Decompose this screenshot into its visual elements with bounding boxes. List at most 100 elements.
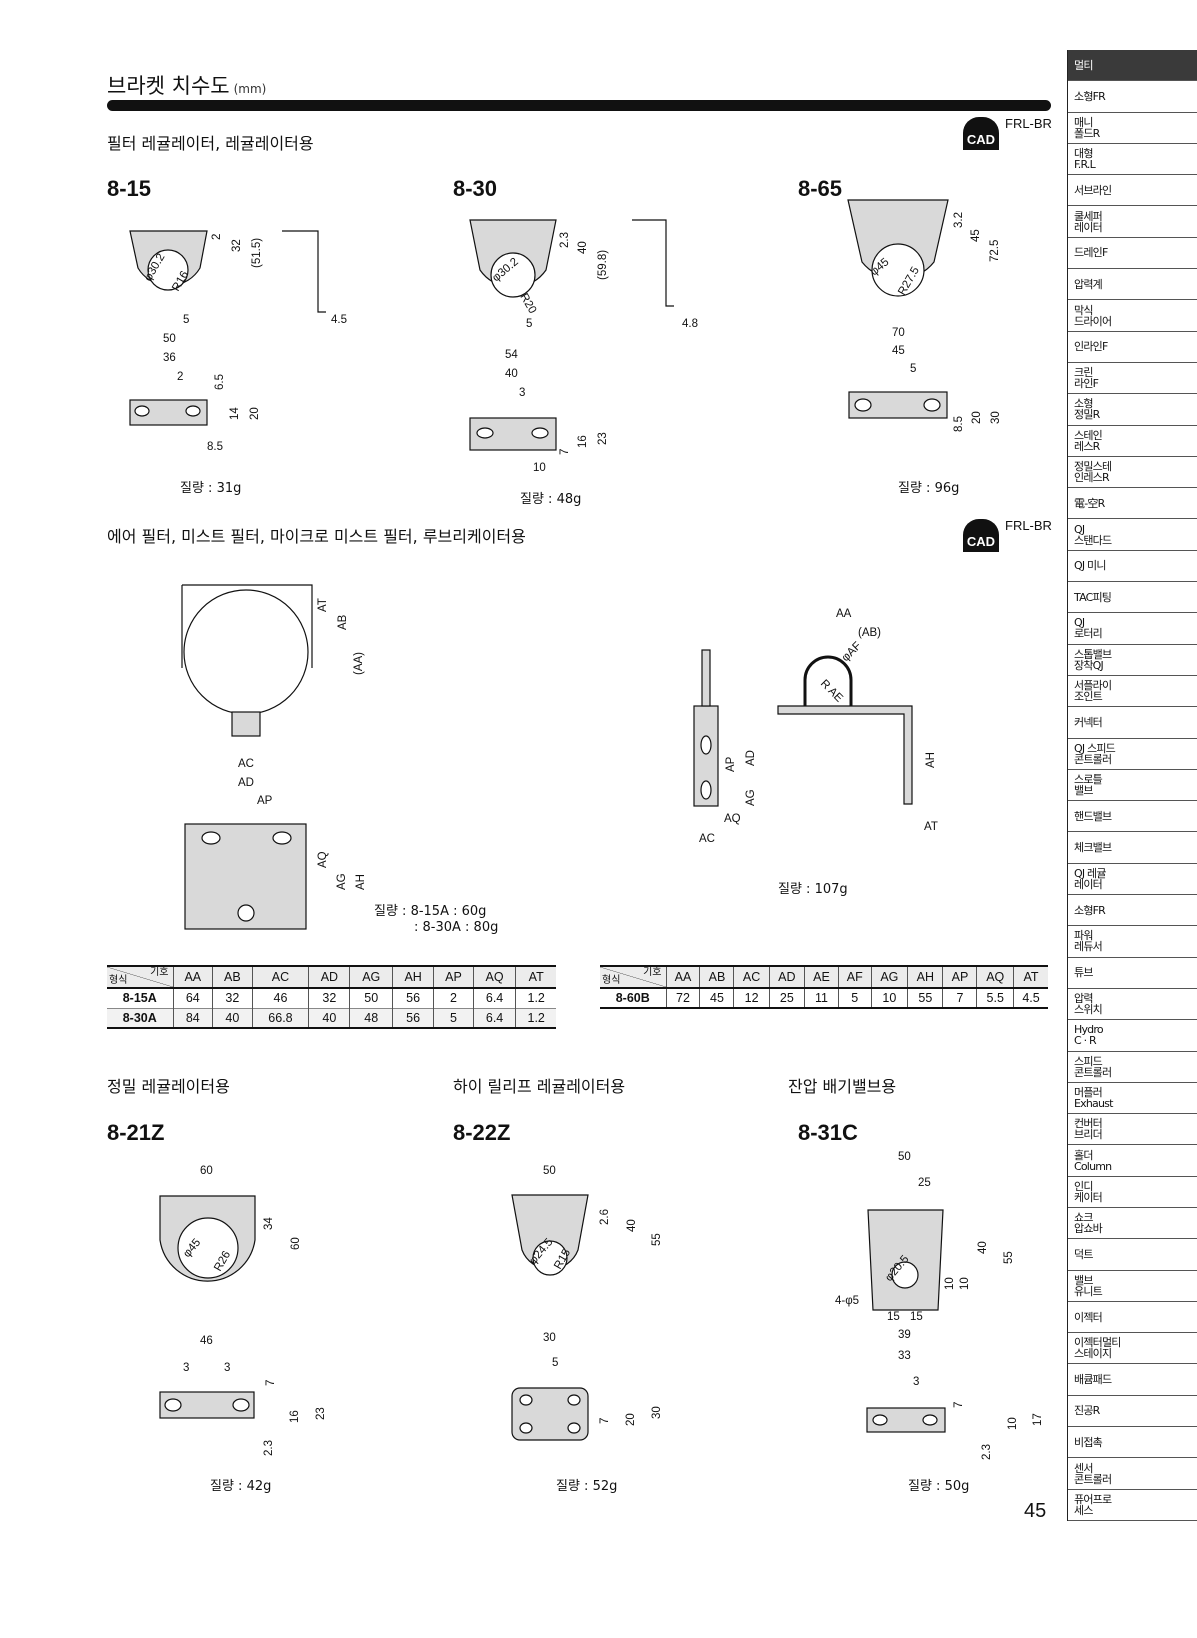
sidebar-item[interactable]: 정밀스테 인레스R (1068, 456, 1197, 489)
sidebar-item[interactable]: 소형FR (1068, 81, 1197, 113)
dimension-label: 3 (224, 1362, 230, 1374)
dimension-label: 23 (597, 432, 609, 445)
sidebar-item[interactable]: 멀티 (1068, 50, 1197, 82)
sidebar-item[interactable]: 밸브 유니트 (1068, 1270, 1197, 1302)
bracket-ring-view (183, 589, 309, 715)
sidebar-item[interactable]: Hydro C · R (1068, 1020, 1197, 1052)
dimension-label: 20 (625, 1413, 637, 1426)
value-cell: 6.4 (472, 987, 516, 1008)
sidebar-item[interactable]: 크린 라인F (1068, 362, 1197, 395)
sidebar-item[interactable]: 스피드 콘트롤러 (1068, 1051, 1197, 1083)
model-label: 8-65 (798, 176, 843, 201)
sidebar-item[interactable]: 센서 콘트롤러 (1068, 1458, 1197, 1490)
sidebar-item[interactable]: 서플라이 조인트 (1068, 675, 1197, 708)
dimension-label: AH (355, 874, 367, 890)
weight-label: 질량 : 50g (908, 1479, 969, 1494)
sidebar-item[interactable]: 소형 정밀R (1068, 394, 1197, 426)
sidebar-item[interactable]: 쿨세퍼 레이터 (1068, 206, 1197, 238)
value-cell: 55 (907, 987, 943, 1008)
dimension-label: 72.5 (989, 240, 1001, 262)
dimension-label: 50 (543, 1165, 556, 1177)
section-heading: 에어 필터, 미스트 필터, 마이크로 미스트 필터, 루브리케이터용 (107, 527, 526, 546)
dimension-label: 2.3 (263, 1440, 275, 1456)
value-cell: 40 (308, 1007, 350, 1028)
column-header: AE (804, 966, 839, 989)
sidebar-item[interactable]: 비접촉 (1068, 1427, 1197, 1459)
dimension-label: 30 (543, 1332, 556, 1344)
column-header: AC (733, 966, 770, 989)
value-cell: 5 (837, 987, 872, 1008)
sidebar-item[interactable]: 대형 F.R.L (1068, 143, 1197, 176)
dimension-label: 16 (577, 435, 589, 448)
section-heading: 정밀 레귤레이터용 (107, 1077, 230, 1096)
sidebar-item[interactable]: 튜브 (1068, 957, 1197, 989)
sidebar-item[interactable]: 스로틀 밸브 (1068, 769, 1197, 802)
cad-icon[interactable]: CAD (963, 117, 999, 150)
sidebar-item[interactable]: TAC피팅 (1068, 582, 1197, 614)
sidebar-item[interactable]: 이젝터멀티 스테이지 (1068, 1333, 1197, 1365)
model-cell: 8-60B (600, 987, 666, 1008)
sidebar-item[interactable]: 드레인F (1068, 237, 1197, 270)
sidebar-item[interactable]: QJ 스탠다드 (1068, 519, 1197, 551)
unit-label: (mm) (233, 82, 267, 96)
sidebar-item[interactable]: 이젝터 (1068, 1301, 1197, 1334)
sidebar-item[interactable]: 체크밸브 (1068, 832, 1197, 864)
sidebar-item[interactable]: 서브라인 (1068, 175, 1197, 207)
value-cell: 2 (433, 987, 474, 1008)
column-header: AA (172, 966, 213, 989)
sidebar-item[interactable]: 電-空R (1068, 488, 1197, 520)
sidebar-item[interactable]: 컨버터 브리더 (1068, 1114, 1197, 1146)
dimension-label: 2.3 (559, 232, 571, 248)
sidebar-item[interactable]: 인라인F (1068, 331, 1197, 363)
sidebar-item[interactable]: 배큠패드 (1068, 1364, 1197, 1396)
sidebar-item[interactable]: 압력 스위치 (1068, 988, 1197, 1021)
sidebar-item[interactable]: QJ 로터리 (1068, 613, 1197, 645)
sidebar-item[interactable]: 파워 레듀서 (1068, 926, 1197, 958)
dimension-label: 32 (231, 239, 243, 252)
corner-symbol-label: 기호 (643, 967, 662, 978)
bracket-angle-view (777, 705, 913, 805)
sidebar-item[interactable]: 인디 케이터 (1068, 1176, 1197, 1208)
sidebar-item[interactable]: 커넥터 (1068, 707, 1197, 739)
sidebar-item[interactable]: 매니 폴드R (1068, 112, 1197, 144)
dimension-label: AG (745, 789, 757, 806)
value-cell: 5 (433, 1007, 474, 1028)
dimension-label: 16 (289, 1410, 301, 1423)
sidebar-item[interactable]: QJ 스피드 콘트롤러 (1068, 738, 1197, 770)
dimension-label: 50 (898, 1151, 911, 1163)
sidebar-item[interactable]: 압력계 (1068, 269, 1197, 301)
dimension-label: 45 (892, 345, 905, 357)
sidebar-item[interactable]: QJ 미니 (1068, 550, 1197, 583)
weight-label: 질량 : 48g (520, 492, 581, 507)
sidebar-item[interactable]: 홀더 Column (1068, 1145, 1197, 1177)
cad-icon[interactable]: CAD (963, 519, 999, 552)
sidebar-item[interactable]: 스톱밸브 장착QJ (1068, 644, 1197, 676)
sidebar-item[interactable]: 덕트 (1068, 1239, 1197, 1271)
dimension-label: 5 (526, 318, 532, 330)
sidebar-item[interactable]: 소형FR (1068, 895, 1197, 927)
dimension-label: AB (337, 614, 349, 630)
column-header: AG (870, 966, 908, 989)
dimension-label: 8.5 (953, 416, 965, 432)
value-cell: 40 (212, 1007, 253, 1028)
column-header: AH (392, 966, 434, 989)
sidebar-item[interactable]: QJ 레귤 레이터 (1068, 863, 1197, 896)
sidebar-item[interactable]: 퓨어프로 세스 (1068, 1489, 1197, 1521)
value-cell: 84 (172, 1007, 213, 1028)
model-label: 8-22Z (453, 1120, 511, 1145)
dimension-label: 2.3 (981, 1444, 993, 1460)
dimension-label: AH (925, 752, 937, 768)
sidebar-item[interactable]: 머플러 Exhaust (1068, 1082, 1197, 1115)
sidebar-item[interactable]: 쇼크 압쇼바 (1068, 1207, 1197, 1240)
sidebar-item[interactable]: 막식 드라이어 (1068, 300, 1197, 332)
sidebar-item[interactable]: 핸드밸브 (1068, 801, 1197, 833)
dimension-label: (AA) (353, 652, 365, 675)
sidebar-item[interactable]: 진공R (1068, 1395, 1197, 1428)
dimension-label: 8.5 (207, 441, 223, 453)
dimension-label: 70 (892, 327, 905, 339)
dimension-label: 4.8 (682, 318, 698, 330)
sidebar-item[interactable]: 스테인 레스R (1068, 425, 1197, 457)
dimension-label: 14 (229, 407, 241, 420)
